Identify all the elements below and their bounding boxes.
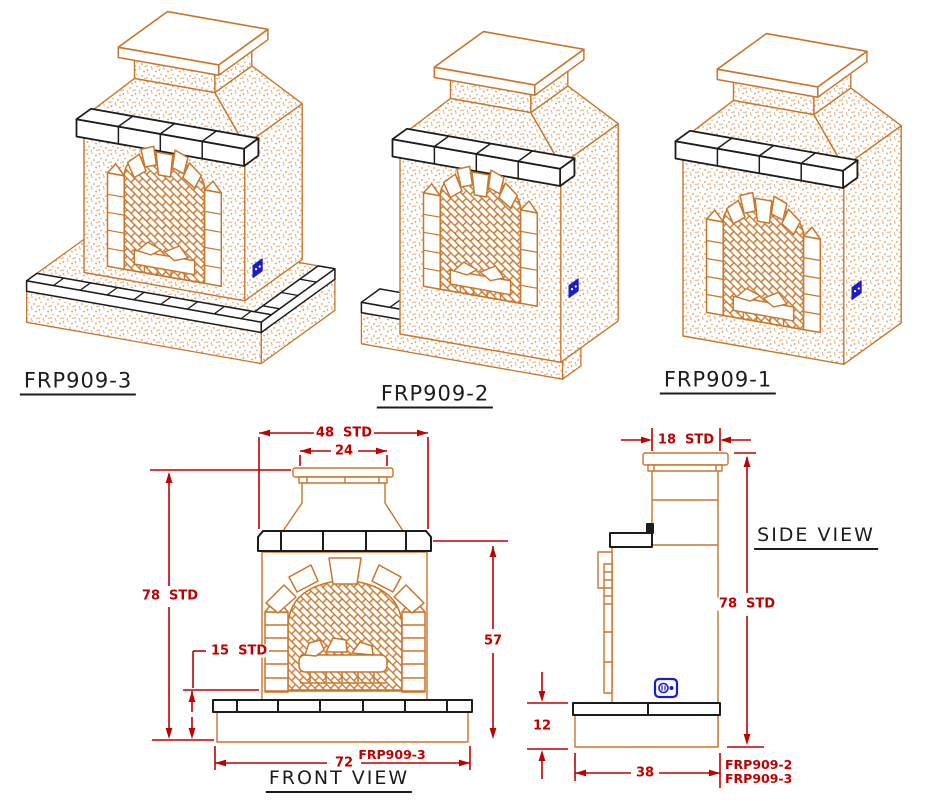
front-view-title: FRONT VIEW [265, 769, 413, 793]
iso-fireplace-frp909-3 [25, 10, 336, 365]
dim-front-hearth-height: 15 STD [209, 643, 270, 659]
front-firebox [264, 557, 426, 693]
dim-front-cap-width: 24 [332, 443, 356, 459]
side-base-model-label-bottom: FRP909-3 [724, 770, 794, 786]
dim-front-overall-height: 78 STD [139, 588, 201, 604]
side-view-linework [572, 452, 729, 748]
front-view-linework [212, 467, 473, 743]
iso-label-frp909-3: FRP909-3 [19, 370, 137, 396]
dim-side-cap-depth: 18 STD [655, 432, 717, 448]
iso-fireplace-frp909-1 [674, 32, 902, 365]
front-log-set [298, 637, 388, 684]
dim-front-overall-width: 48 STD [313, 425, 375, 441]
iso-fireplace-frp909-2 [360, 30, 619, 380]
side-base-model-label-top: FRP909-2 [724, 756, 794, 772]
front-base-model-label: FRP909-3 [357, 746, 427, 762]
dim-front-base-width: 72 [332, 755, 356, 771]
side-view-title: SIDE VIEW [754, 526, 878, 550]
dim-side-overall-height: 78 STD [716, 596, 778, 612]
iso-label-frp909-2: FRP909-2 [376, 383, 494, 409]
outlet-symbol [653, 677, 679, 699]
dimension-linework [150, 428, 764, 788]
dim-side-base-depth: 38 [633, 765, 657, 781]
dim-side-base-height: 12 [530, 718, 554, 734]
dim-front-mantel-height: 57 [481, 633, 505, 649]
iso-label-frp909-1: FRP909-1 [659, 369, 777, 395]
